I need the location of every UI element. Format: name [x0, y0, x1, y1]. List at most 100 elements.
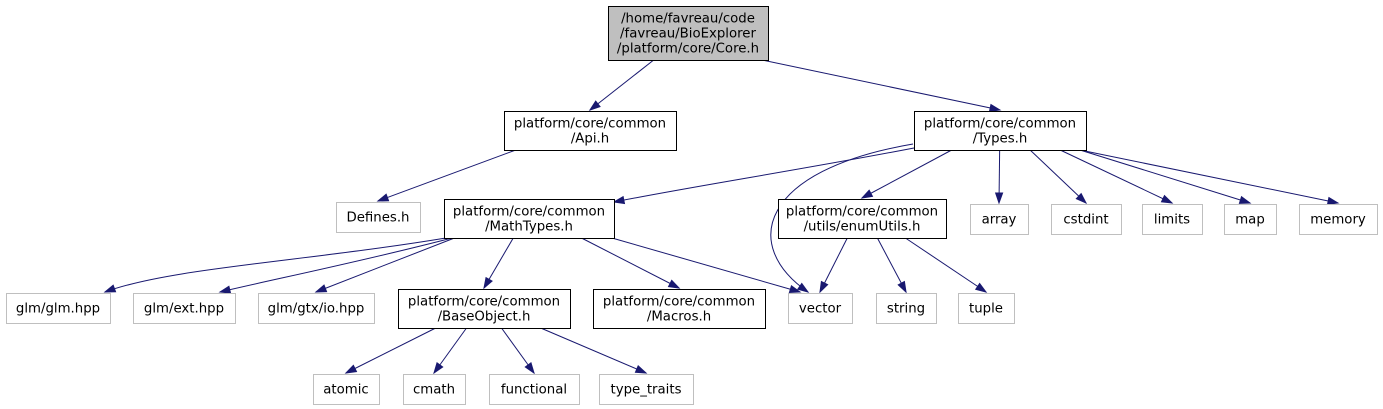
- node-defines: Defines.h: [336, 202, 421, 233]
- node-box[interactable]: [914, 111, 1087, 151]
- node-label-line: tuple: [969, 302, 1003, 317]
- edge-line: [1059, 149, 1173, 204]
- node-box[interactable]: [778, 199, 947, 239]
- node-label-line: Defines.h: [347, 211, 410, 226]
- node-cstdint: cstdint: [1051, 204, 1122, 235]
- node-box[interactable]: [444, 199, 615, 239]
- edge-types-to-memory: [1079, 149, 1340, 206]
- node-label-line: map: [1235, 213, 1265, 228]
- node-label-line: cstdint: [1063, 213, 1108, 228]
- edge-mathtypes-to-baseobject: [483, 237, 514, 290]
- node-box: [336, 202, 421, 233]
- node-box[interactable]: [593, 289, 766, 329]
- edge-line: [770, 143, 914, 293]
- node-label-line: /MathTypes.h: [485, 220, 573, 235]
- edge-types-to-map: [1079, 149, 1252, 204]
- node-box: [489, 374, 580, 405]
- node-core[interactable]: /home/favreau/code/favreau/BioExplorer/p…: [608, 6, 769, 61]
- edge-core-to-api: [588, 59, 655, 111]
- node-glm: glm/glm.hpp: [6, 293, 111, 324]
- node-glmio: glm/gtx/io.hpp: [258, 293, 375, 324]
- edge-arrowhead: [994, 192, 1004, 205]
- edge-types-to-limits: [1059, 149, 1174, 204]
- edge-types-to-array: [994, 149, 1004, 205]
- edge-arrowhead: [788, 284, 802, 294]
- node-box: [788, 293, 853, 324]
- node-label-line: /Types.h: [973, 132, 1028, 147]
- edge-line: [589, 59, 655, 111]
- node-box: [6, 293, 111, 324]
- edge-line: [1029, 149, 1087, 204]
- edge-line: [613, 147, 915, 203]
- node-box: [599, 374, 694, 405]
- node-api[interactable]: platform/core/common/Api.h: [504, 111, 677, 151]
- edge-arrowhead: [1238, 195, 1252, 204]
- node-label-line: /utils/enumUtils.h: [804, 220, 921, 235]
- edge-arrowhead: [314, 284, 328, 293]
- edge-line: [861, 149, 952, 199]
- node-array: array: [970, 204, 1029, 235]
- edge-types-to-cstdint: [1029, 149, 1088, 205]
- edge-arrowhead: [974, 282, 988, 293]
- node-label-line: glm/glm.hpp: [16, 302, 100, 317]
- node-glmext: glm/ext.hpp: [133, 293, 236, 324]
- edge-arrowhead: [588, 100, 601, 111]
- edge-arrowhead: [612, 195, 626, 205]
- node-box: [970, 204, 1029, 235]
- edge-line: [219, 237, 453, 293]
- edge-enumutils-to-tuple: [905, 237, 988, 293]
- node-enumutils[interactable]: platform/core/common/utils/enumUtils.h: [778, 199, 947, 239]
- node-box: [258, 293, 375, 324]
- edge-line: [905, 237, 987, 293]
- node-label-line: array: [982, 213, 1017, 228]
- node-box[interactable]: [608, 6, 769, 61]
- node-box: [958, 293, 1015, 324]
- node-label-line: /home/favreau/code: [621, 12, 755, 27]
- node-box: [133, 293, 236, 324]
- edge-line: [761, 59, 1001, 111]
- node-label-line: /Macros.h: [647, 310, 711, 325]
- edge-baseobject-to-functional: [501, 327, 535, 375]
- edge-line: [1079, 149, 1251, 204]
- edges-layer: [103, 59, 1340, 375]
- node-baseobject[interactable]: platform/core/common/BaseObject.h: [398, 289, 571, 329]
- node-box: [1051, 204, 1122, 235]
- node-type_traits: type_traits: [599, 374, 694, 405]
- node-box: [403, 374, 466, 405]
- node-types[interactable]: platform/core/common/Types.h: [914, 111, 1087, 151]
- edge-line: [345, 327, 436, 374]
- node-label-line: limits: [1154, 213, 1190, 228]
- edge-mathtypes-to-macros: [581, 237, 681, 289]
- node-box: [876, 293, 937, 324]
- edge-arrowhead: [796, 282, 810, 293]
- node-vector: vector: [788, 293, 853, 324]
- nodes-layer: /home/favreau/code/favreau/BioExplorer/p…: [6, 6, 1378, 405]
- edge-api-to-defines: [376, 149, 516, 202]
- node-label-line: /platform/core/Core.h: [617, 42, 759, 57]
- node-label-line: /favreau/BioExplorer: [620, 27, 756, 42]
- edge-arrowhead: [988, 103, 1002, 112]
- edge-arrowhead: [634, 365, 648, 374]
- edge-baseobject-to-atomic: [344, 327, 436, 374]
- edge-arrowhead: [376, 193, 390, 202]
- node-atomic: atomic: [313, 374, 380, 405]
- node-label-line: platform/core/common: [786, 205, 938, 220]
- edge-arrowhead: [103, 284, 117, 293]
- edge-line: [611, 237, 801, 293]
- node-label-line: /Api.h: [571, 132, 609, 147]
- node-box[interactable]: [504, 111, 677, 151]
- edge-arrowhead: [1326, 196, 1340, 206]
- node-label-line: atomic: [323, 383, 368, 398]
- edge-baseobject-to-type_traits: [540, 327, 648, 374]
- node-label-line: platform/core/common: [514, 117, 666, 132]
- node-box: [1299, 204, 1378, 235]
- edge-arrowhead: [433, 362, 444, 375]
- node-label-line: /BaseObject.h: [438, 310, 531, 325]
- node-macros[interactable]: platform/core/common/Macros.h: [593, 289, 766, 329]
- node-box[interactable]: [398, 289, 571, 329]
- node-mathtypes[interactable]: platform/core/common/MathTypes.h: [444, 199, 615, 239]
- edge-core-to-types: [761, 59, 1002, 112]
- edge-arrowhead: [1075, 192, 1088, 205]
- edge-arrowhead: [667, 279, 681, 289]
- node-label-line: string: [887, 302, 925, 317]
